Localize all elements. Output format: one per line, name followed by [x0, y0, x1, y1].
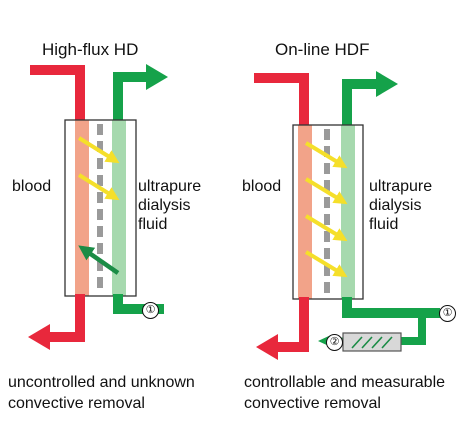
right-panel-title: On-line HDF	[275, 40, 370, 59]
caption-line: convective removal	[244, 395, 381, 412]
fluid-label-line: fluid	[369, 216, 399, 233]
filtration-arrow	[304, 141, 348, 169]
filter-fluid-compartment	[112, 120, 126, 296]
left-blood-label: blood	[12, 178, 52, 195]
left-fluid-label: ultrapure dialysis fluid	[138, 177, 201, 234]
filtration-arrow	[304, 177, 348, 205]
dialysate-outflow-line	[113, 72, 148, 120]
substitution-line	[400, 313, 426, 345]
right-marker-1: ①	[439, 305, 456, 322]
fluid-label-line: fluid	[138, 216, 168, 233]
high-flux-hd-panel	[28, 64, 168, 350]
blood-outflow-line	[276, 297, 309, 352]
caption-line: controllable and measurable	[244, 374, 446, 391]
right-blood-label: blood	[242, 178, 282, 195]
filter-cartridge	[292, 124, 364, 300]
dialysate-outflow-arrowhead	[146, 64, 168, 90]
backfiltration-arrow	[78, 245, 120, 275]
filtration-arrow	[77, 173, 120, 201]
left-marker-1: ①	[142, 302, 159, 319]
filter-blood-compartment	[298, 125, 312, 299]
filtration-arrow	[304, 214, 348, 242]
caption-line: convective removal	[8, 395, 145, 412]
right-caption: controllable and measurable convective r…	[244, 372, 445, 414]
filtration-arrow	[77, 136, 120, 164]
fluid-label-line: dialysis	[369, 197, 422, 214]
filtration-arrow	[304, 250, 348, 278]
left-panel-title: High-flux HD	[42, 40, 139, 59]
fluid-label-line: ultrapure	[138, 178, 202, 195]
blood-outflow-arrowhead	[28, 324, 50, 350]
blood-inflow-line	[30, 65, 85, 122]
left-caption: uncontrolled and unknown convective remo…	[8, 372, 195, 414]
right-marker-2: ②	[326, 334, 343, 351]
fluid-label-line: ultrapure	[369, 178, 433, 195]
blood-outflow-line	[48, 294, 85, 342]
right-fluid-label: ultrapure dialysis fluid	[369, 177, 432, 234]
caption-line: uncontrolled and unknown	[8, 374, 195, 391]
dialysate-inflow-line	[342, 297, 440, 318]
blood-inflow-line	[254, 73, 309, 127]
dialysate-outflow-arrowhead	[376, 71, 398, 97]
fluid-label-line: dialysis	[138, 197, 191, 214]
infusion-pump-icon	[342, 332, 402, 352]
online-hdf-panel	[254, 71, 440, 360]
filter-fluid-compartment	[341, 125, 355, 299]
blood-outflow-arrowhead	[256, 334, 278, 360]
filter-blood-compartment	[75, 120, 89, 296]
filter-cartridge	[64, 119, 137, 297]
dialysate-outflow-line	[342, 79, 378, 125]
